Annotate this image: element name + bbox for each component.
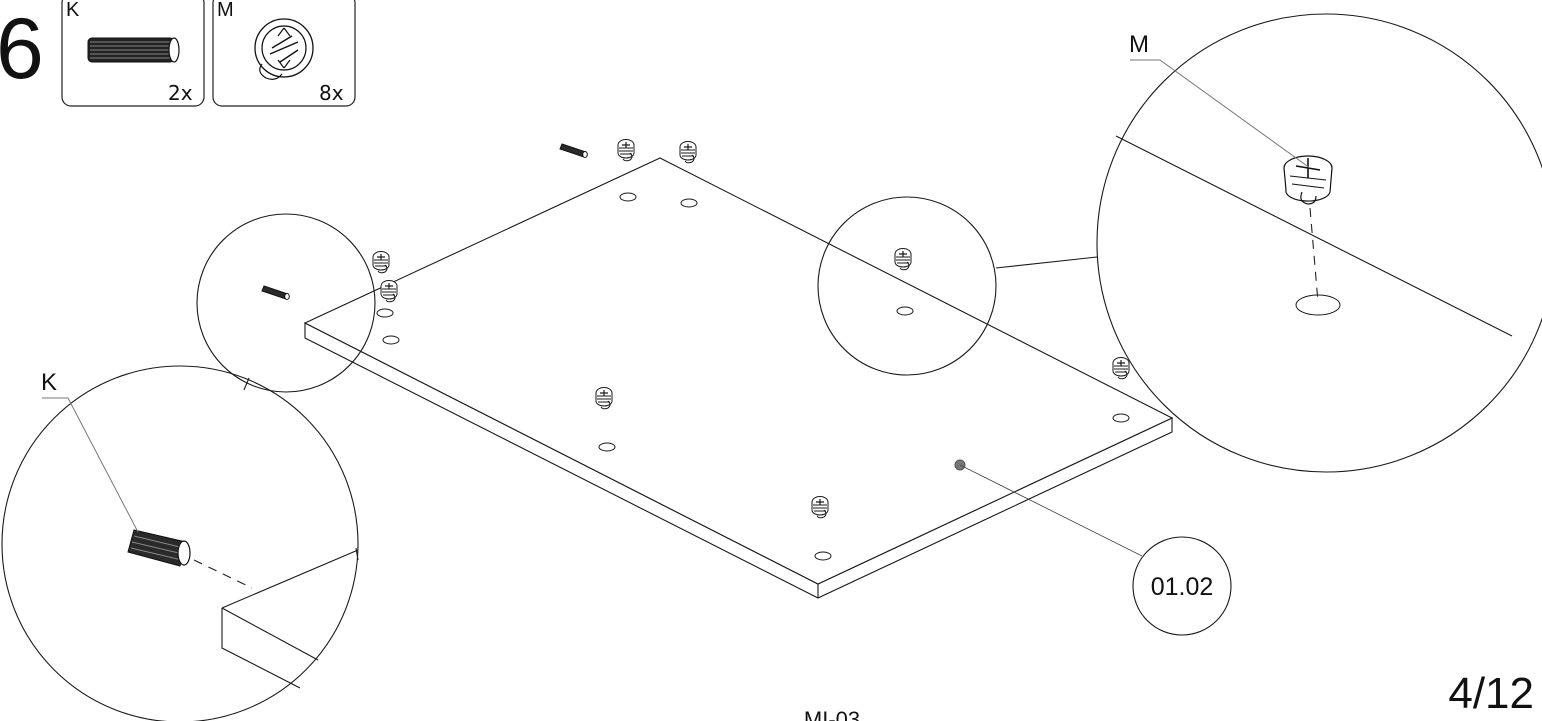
panel-id-label: 01.02 [1151, 573, 1214, 601]
detail-m-letter: M [1129, 31, 1149, 58]
dowel-icon [87, 37, 180, 63]
part-k-qty: 2x [168, 81, 193, 105]
cam-lock-icon [1112, 356, 1130, 380]
detail-circle-k: K [1, 365, 359, 721]
cam-lock-icon [254, 18, 314, 80]
dowel-icon [559, 143, 588, 158]
dowel-icon [261, 285, 290, 300]
cam-lock-icon [679, 140, 697, 164]
part-m-qty: 8x [319, 81, 344, 105]
model-code: MI-03 [804, 707, 860, 721]
part-m-letter: M [217, 0, 234, 21]
cam-lock-icon [372, 250, 390, 274]
step-number: 6 [0, 1, 44, 97]
part-k-letter: K [66, 0, 80, 21]
panel-id-callout: 01.02 [959, 464, 1232, 636]
magnifier-small-right [817, 196, 997, 376]
part-box-k: K 2x [61, 0, 205, 107]
cam-lock-icon [894, 247, 912, 271]
page-number: 4/12 [1448, 669, 1534, 718]
part-box-m: M 8x [212, 0, 356, 107]
cam-lock-icon [1283, 155, 1333, 205]
cam-lock-icon [617, 138, 635, 162]
detail-k-letter: K [41, 369, 57, 396]
dowel-icon [127, 529, 191, 567]
panel-01-02 [303, 157, 1174, 599]
detail-circle-m: M [1096, 13, 1542, 473]
magnifier-small-left [196, 213, 376, 393]
